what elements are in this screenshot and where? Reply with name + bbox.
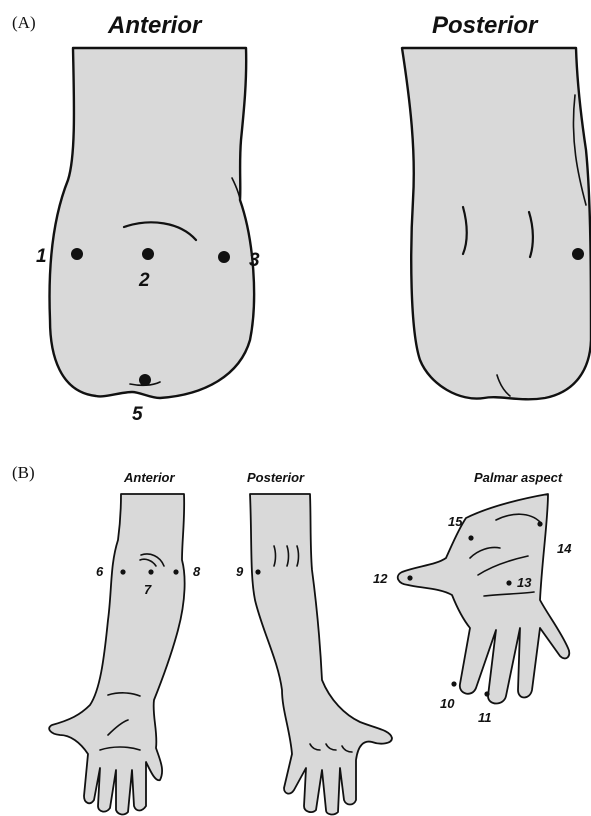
panel-a-label: (A) (12, 13, 36, 32)
panel-b-label: (B) (12, 463, 35, 482)
point-7-marker (148, 569, 153, 574)
point-6-label: 6 (96, 564, 104, 579)
point-1-label: 1 (36, 246, 47, 267)
point-10-label: 10 (440, 696, 455, 711)
point-13-marker (506, 580, 511, 585)
point-9-marker (255, 569, 260, 574)
point-11-label: 11 (478, 710, 492, 725)
posterior-elbow-outline (402, 48, 591, 399)
point-13-label: 13 (517, 575, 532, 590)
point-12-marker (407, 575, 412, 580)
point-11-marker (484, 691, 489, 696)
point-15-label: 15 (448, 514, 463, 529)
panel-b-anterior-heading: Anterior (123, 470, 176, 485)
point-1-marker (71, 248, 83, 260)
point-12-label: 12 (373, 571, 388, 586)
panel-b-palmar-heading: Palmar aspect (474, 470, 563, 485)
point-2-label: 2 (138, 270, 150, 291)
point-3-marker (218, 251, 230, 263)
point-6-marker (120, 569, 125, 574)
point-4-marker (572, 248, 584, 260)
point-7-label: 7 (144, 582, 152, 597)
point-5-marker (139, 374, 151, 386)
point-5-label: 5 (132, 404, 143, 425)
point-9-label: 9 (236, 564, 244, 579)
posterior-arm-outline (250, 494, 392, 814)
panel-a-anterior-heading: Anterior (107, 12, 203, 39)
point-10-marker (451, 681, 456, 686)
anterior-arm-outline (49, 494, 184, 814)
point-8-marker (173, 569, 178, 574)
point-14-label: 14 (557, 541, 572, 556)
panel-b-posterior-heading: Posterior (247, 470, 305, 485)
point-2-marker (142, 248, 154, 260)
panel-a-posterior-heading: Posterior (432, 12, 539, 39)
point-3-label: 3 (249, 250, 260, 271)
point-8-label: 8 (193, 564, 201, 579)
point-15-marker (468, 535, 473, 540)
palmar-hand-outline (398, 494, 570, 704)
point-14-marker (537, 521, 542, 526)
